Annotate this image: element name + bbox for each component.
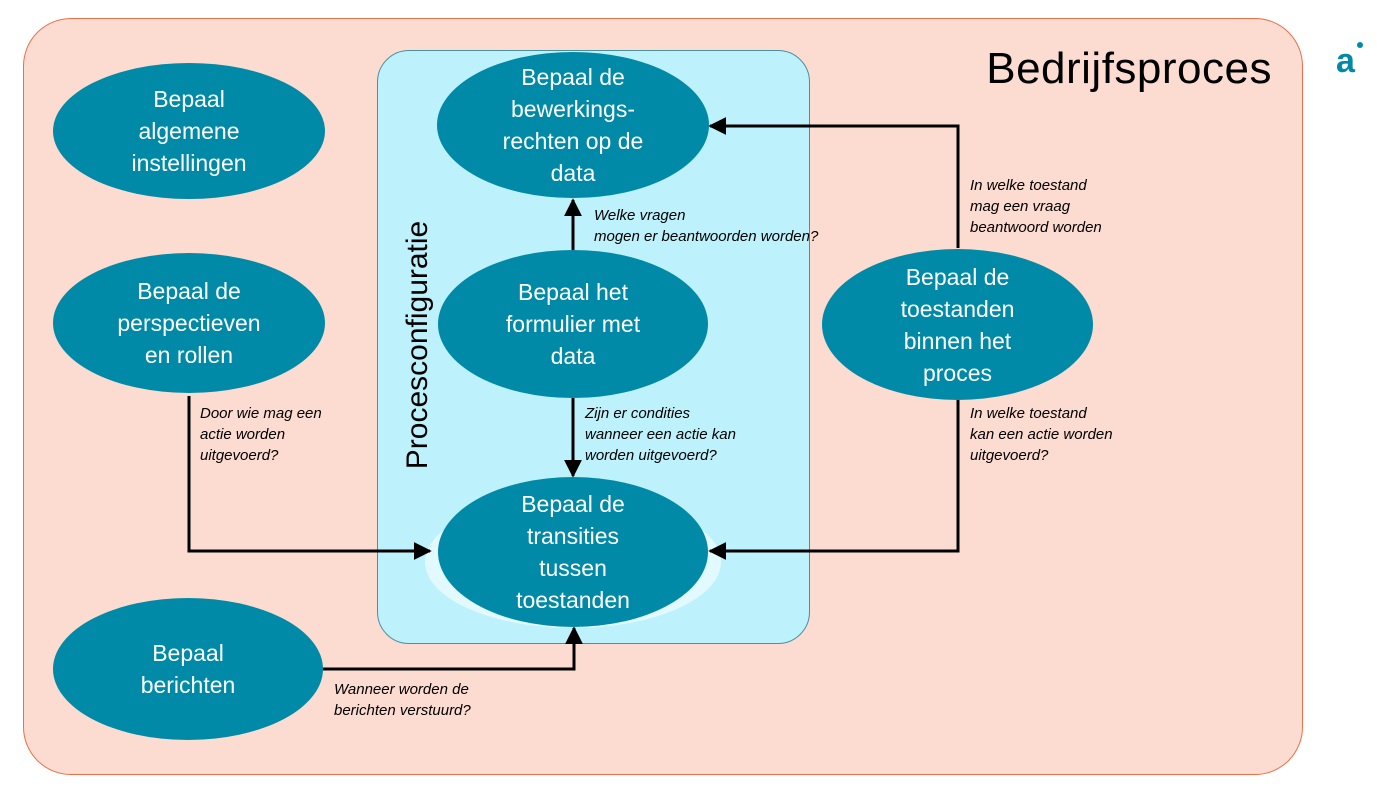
logo-icon: a — [1336, 42, 1363, 76]
note-actie-toestand: In welke toestand kan een actie worden u… — [970, 405, 1113, 464]
note-condities: Zijn er condities wanneer een actie kan … — [585, 405, 736, 464]
node-toestanden[interactable]: Bepaal de toestanden binnen het proces — [822, 249, 1093, 400]
node-perspectieven-en-rollen[interactable]: Bepaal de perspectieven en rollen — [53, 253, 325, 393]
arrow-toestanden-to-bewerkingsrechten — [708, 117, 960, 248]
node-transities[interactable]: Bepaal de transities tussen toestanden — [438, 477, 708, 627]
arrow-berichten-to-transities — [322, 626, 583, 671]
node-berichten[interactable]: Bepaal berichten — [53, 598, 323, 740]
logo-glyph: a — [1336, 42, 1356, 76]
note-wanneer-berichten: Wanneer worden de berichten verstuurd? — [334, 681, 471, 719]
node-formulier[interactable]: Bepaal het formulier met data — [438, 250, 708, 398]
diagram-title: Bedrijfsproces — [986, 44, 1272, 93]
note-welke-vragen: Welke vragen mogen er beantwoorden worde… — [594, 207, 819, 245]
node-algemene-instellingen[interactable]: Bepaal algemene instellingen — [53, 63, 325, 199]
arrow-perspectieven-to-transities — [187, 396, 432, 560]
note-door-wie: Door wie mag een actie worden uitgevoerd… — [200, 405, 322, 464]
node-bewerkingsrechten[interactable]: Bepaal de bewerkings- rechten op de data — [437, 52, 709, 198]
arrow-toestanden-to-transities — [708, 400, 960, 560]
note-vraag-toestand: In welke toestand mag een vraag beantwoo… — [970, 177, 1102, 236]
